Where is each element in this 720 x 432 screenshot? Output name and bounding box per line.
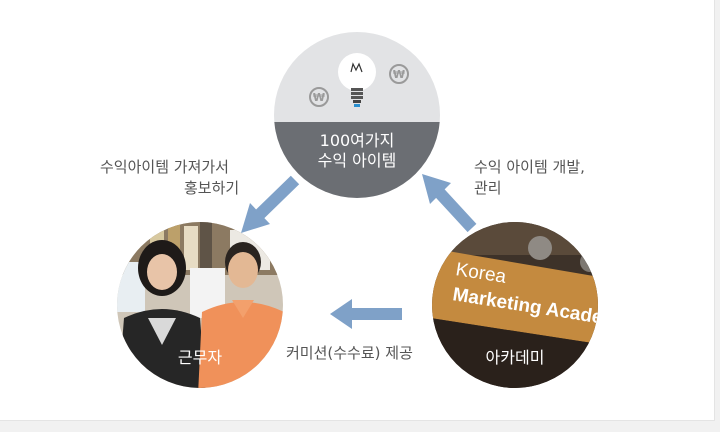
- arrow-right-to-left: [330, 299, 402, 329]
- arrow-right-to-top: [422, 174, 477, 233]
- left-circle-photo: [117, 222, 283, 388]
- right-circle-label: 아카데미: [485, 348, 545, 367]
- arrow-top-to-left: [241, 175, 300, 233]
- top-circle-title-line1: 100여가지: [319, 131, 395, 150]
- bottom-arrow-label: 커미션(수수료) 제공: [286, 344, 413, 362]
- right-circle-photo: Korea Marketing Academy: [432, 222, 598, 388]
- top-circle-title-line2: 수익 아이템: [317, 151, 397, 170]
- svg-text:₩: ₩: [313, 91, 325, 104]
- won-coin-icon: ₩: [389, 64, 409, 84]
- left-circle-label: 근무자: [177, 348, 223, 367]
- won-coin-icon: ₩: [309, 87, 329, 107]
- top-circle: ₩ ₩: [274, 32, 440, 198]
- right-arrow-label-line2: 관리: [474, 179, 502, 197]
- lightbulb-icon: [338, 53, 376, 107]
- left-arrow-label-line1: 수익아이템 가져가서: [100, 158, 229, 176]
- right-arrow-label-line1: 수익 아이템 개발,: [474, 158, 585, 176]
- left-arrow-label-line2: 홍보하기: [184, 179, 240, 197]
- svg-text:₩: ₩: [393, 68, 405, 81]
